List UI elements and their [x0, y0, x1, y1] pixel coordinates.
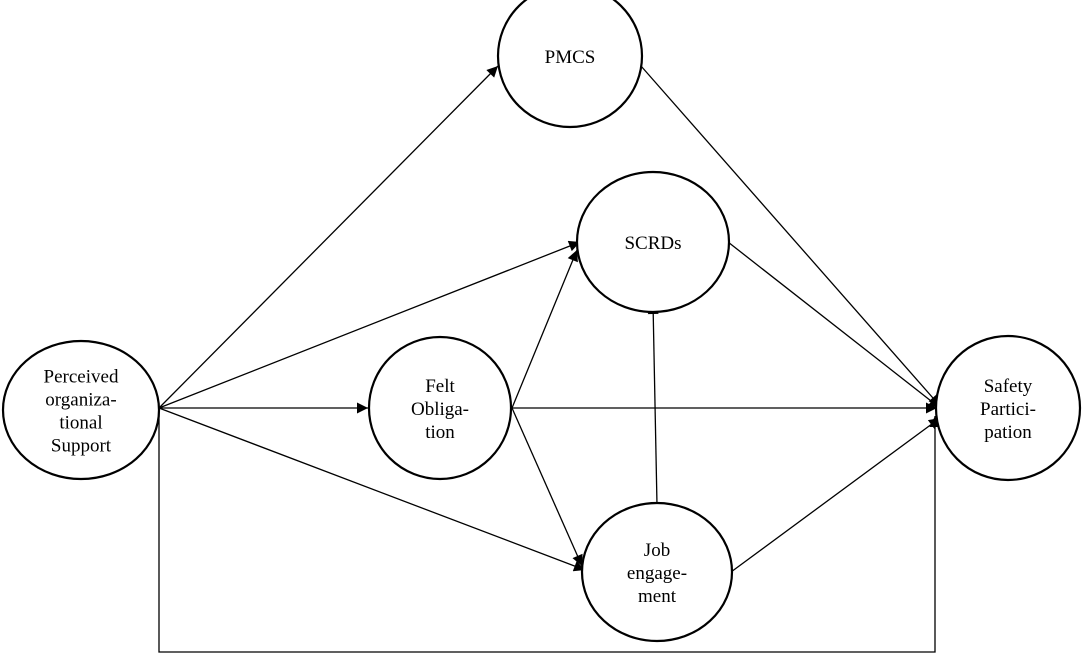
- node-pmcs: PMCS: [496, 0, 644, 129]
- node-job-engagement-label-line-3: ment: [638, 586, 677, 607]
- arrow-job-to-safety: [730, 417, 941, 573]
- arrow-pos-to-scrds: [158, 240, 581, 409]
- node-safety-participation-ellipse: [934, 334, 1082, 482]
- node-pmcs-label-line-1: PMCS: [545, 47, 596, 68]
- node-job-engagement-label-line-2: engage-: [627, 563, 687, 584]
- arrow-pos-to-safety: [158, 408, 941, 653]
- arrow-felt-to-scrds: [511, 249, 578, 409]
- node-scrds: SCRDs: [575, 170, 731, 314]
- node-scrds-ellipse: [575, 170, 731, 314]
- arrow-felt-to-job: [511, 407, 583, 567]
- node-perceived-organizational-support-label-line-1: Perceived: [44, 367, 119, 388]
- arrow-pmcs-to-safety: [640, 65, 941, 407]
- arrow-pos-to-job: [158, 407, 586, 572]
- node-felt-obligation-label-line-3: tion: [425, 422, 455, 443]
- node-felt-obligation-ellipse: [367, 335, 513, 481]
- node-scrds-label-line-1: SCRDs: [624, 233, 681, 254]
- node-pmcs-ellipse: [496, 0, 644, 129]
- node-perceived-organizational-support-ellipse: [1, 339, 161, 481]
- arrow-job-to-scrds: [647, 302, 659, 506]
- node-felt-obligation-label-line-1: Felt: [425, 376, 455, 397]
- node-safety-participation-label-line-3: pation: [984, 422, 1032, 443]
- arrow-pos-to-pmcs: [158, 65, 499, 409]
- edges-layer: [158, 65, 941, 653]
- node-safety-participation-label-line-2: Partici-: [980, 399, 1036, 420]
- arrow-scrds-to-safety: [727, 241, 941, 409]
- node-perceived-organizational-support-label-line-3: tional: [59, 413, 102, 434]
- node-perceived-organizational-support-label-line-4: Support: [51, 436, 112, 457]
- node-felt-obligation-label-line-2: Obliga-: [411, 399, 469, 420]
- node-job-engagement-label-line-1: Job: [644, 540, 670, 561]
- node-job-engagement-ellipse: [580, 501, 734, 643]
- node-safety-participation-label-line-1: Safety: [984, 376, 1033, 397]
- node-perceived-organizational-support-label-line-2: organiza-: [45, 390, 116, 411]
